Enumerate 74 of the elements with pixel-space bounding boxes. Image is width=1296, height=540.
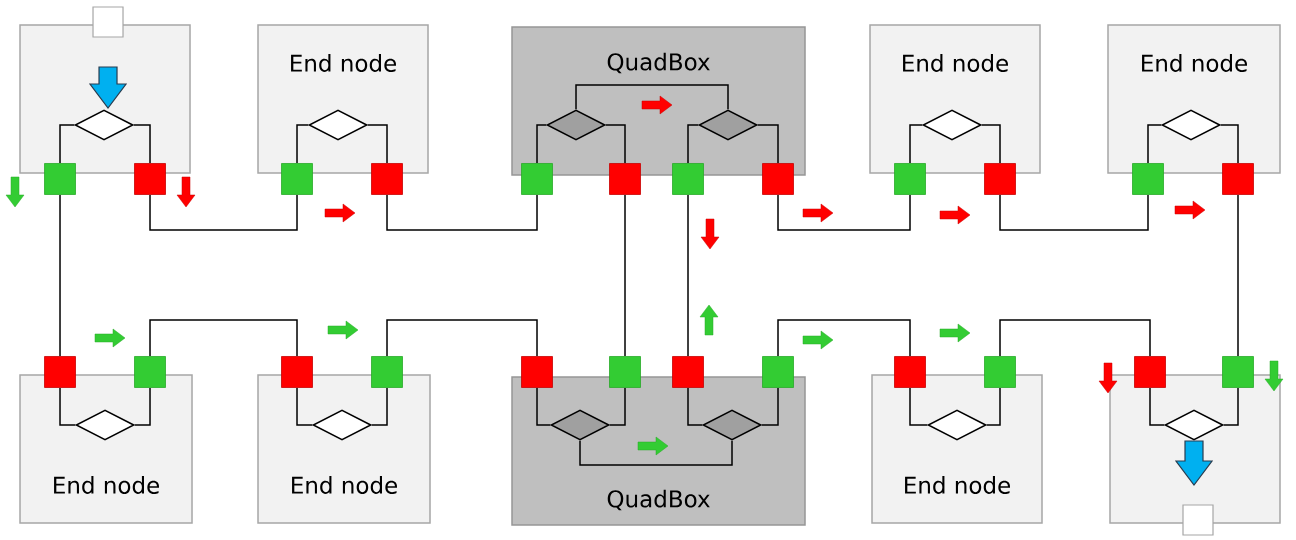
node-box: End node bbox=[257, 374, 431, 524]
connector-line bbox=[1149, 387, 1165, 426]
port-square bbox=[762, 356, 794, 388]
port-square bbox=[134, 163, 166, 195]
flow-arrow bbox=[88, 66, 128, 109]
port-square bbox=[762, 163, 794, 195]
connector-line bbox=[1220, 124, 1239, 164]
connector-line bbox=[296, 387, 313, 426]
terminal-square bbox=[1182, 504, 1214, 536]
connector-line bbox=[605, 124, 626, 164]
connector-line bbox=[687, 387, 703, 426]
port-square bbox=[894, 356, 926, 388]
node-box: QuadBox bbox=[511, 376, 806, 526]
node-box: End node bbox=[869, 24, 1041, 174]
node-box: End node bbox=[19, 374, 193, 524]
connector-line bbox=[94, 319, 298, 357]
port-square bbox=[281, 163, 313, 195]
connector-line bbox=[777, 319, 911, 357]
node-box: End node bbox=[257, 24, 429, 174]
connector-line bbox=[939, 319, 1151, 394]
connector-line bbox=[536, 124, 547, 164]
connector-line bbox=[367, 124, 388, 164]
connector-line bbox=[59, 387, 76, 426]
port-square bbox=[521, 163, 553, 195]
connector-line bbox=[981, 124, 1001, 164]
connector-line bbox=[149, 176, 298, 231]
port-square bbox=[672, 163, 704, 195]
connector-line bbox=[687, 124, 699, 164]
port-square bbox=[1132, 163, 1164, 195]
port-square bbox=[672, 356, 704, 388]
port-square bbox=[984, 356, 1016, 388]
connector-line bbox=[687, 194, 720, 357]
node-box: QuadBox bbox=[511, 26, 806, 176]
port-square bbox=[371, 356, 403, 388]
node-box: End node bbox=[871, 374, 1043, 524]
connector-line bbox=[579, 436, 733, 466]
connector-line bbox=[761, 387, 779, 426]
connector-line bbox=[757, 124, 779, 164]
connector-line bbox=[59, 124, 75, 164]
connector-line bbox=[1174, 194, 1284, 392]
port-square bbox=[134, 356, 166, 388]
connector-line bbox=[777, 194, 911, 231]
port-square bbox=[1222, 356, 1254, 388]
port-square bbox=[894, 163, 926, 195]
connector-line bbox=[371, 387, 388, 426]
port-square bbox=[44, 356, 76, 388]
port-square bbox=[1134, 356, 1166, 388]
connector-line bbox=[939, 194, 1149, 231]
port-square bbox=[44, 163, 76, 195]
connector-line bbox=[134, 387, 151, 426]
port-square bbox=[609, 356, 641, 388]
connector-line bbox=[5, 176, 61, 357]
connector-line bbox=[575, 84, 729, 115]
connector-line bbox=[296, 124, 309, 164]
connector-line bbox=[909, 387, 928, 426]
flow-arrow bbox=[1174, 440, 1214, 486]
node-box: End node bbox=[1107, 24, 1281, 174]
connector-line bbox=[133, 124, 151, 164]
connector-line bbox=[324, 194, 538, 231]
connector-line bbox=[624, 194, 626, 357]
connector-line bbox=[1223, 387, 1239, 426]
connector-line bbox=[1147, 124, 1162, 164]
port-square bbox=[371, 163, 403, 195]
connector-line bbox=[327, 319, 538, 357]
port-square bbox=[521, 356, 553, 388]
connector-line bbox=[536, 387, 551, 426]
terminal-square bbox=[92, 6, 124, 38]
connector-line bbox=[986, 387, 1001, 426]
connector-line bbox=[909, 124, 923, 164]
port-square bbox=[609, 163, 641, 195]
connector-line bbox=[609, 387, 626, 426]
port-square bbox=[1222, 163, 1254, 195]
port-square bbox=[281, 356, 313, 388]
port-square bbox=[984, 163, 1016, 195]
